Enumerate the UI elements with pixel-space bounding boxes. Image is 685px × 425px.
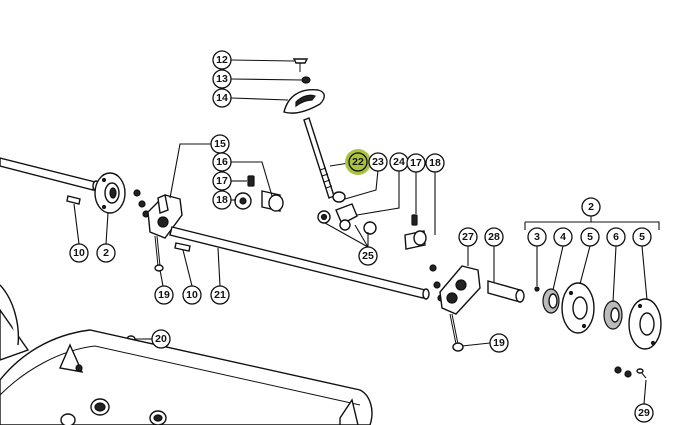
callout-22-highlighted: 22 xyxy=(345,149,371,175)
svg-text:29: 29 xyxy=(638,407,650,419)
svg-text:3: 3 xyxy=(534,231,540,243)
main-shaft xyxy=(169,226,430,300)
callout-20: 20 xyxy=(151,329,171,349)
svg-text:27: 27 xyxy=(462,231,474,243)
nut-top xyxy=(301,76,311,84)
leader-lines xyxy=(73,59,660,405)
svg-text:18: 18 xyxy=(429,157,441,169)
key-pin-left xyxy=(66,195,81,205)
svg-text:6: 6 xyxy=(613,231,619,243)
bearing-assembly-right xyxy=(534,282,662,350)
svg-text:16: 16 xyxy=(216,156,228,168)
callout-27: 27 xyxy=(458,227,478,247)
key-pin-middle xyxy=(174,242,191,252)
callout-23: 23 xyxy=(368,152,388,172)
callout-24: 24 xyxy=(389,152,409,172)
callout-2a: 2 xyxy=(96,243,116,263)
bushing-group-left xyxy=(234,175,284,212)
svg-text:2: 2 xyxy=(588,201,594,213)
callout-17b: 17 xyxy=(406,153,426,173)
callout-17: 17 xyxy=(212,171,232,191)
sleeve xyxy=(487,280,525,303)
callout-2b: 2 xyxy=(581,197,601,217)
callout-10b: 10 xyxy=(182,285,202,305)
svg-text:17: 17 xyxy=(216,175,228,187)
callout-15: 15 xyxy=(210,134,230,154)
svg-text:2: 2 xyxy=(103,247,109,259)
svg-text:10: 10 xyxy=(186,289,198,301)
callout-21: 21 xyxy=(210,285,230,305)
svg-text:5: 5 xyxy=(639,231,645,243)
callout-28: 28 xyxy=(484,227,504,247)
callout-25: 25 xyxy=(358,246,378,266)
small-fasteners-right xyxy=(614,366,647,379)
svg-text:20: 20 xyxy=(155,333,167,345)
left-flange-bearing xyxy=(94,172,126,214)
callout-13: 13 xyxy=(212,69,232,89)
callout-19b: 19 xyxy=(489,333,509,353)
screw-top xyxy=(292,58,309,72)
callout-3: 3 xyxy=(527,227,547,247)
callout-10a: 10 xyxy=(69,243,89,263)
svg-text:17: 17 xyxy=(410,157,422,169)
callout-18b: 18 xyxy=(425,153,445,173)
svg-text:23: 23 xyxy=(372,156,384,168)
callout-12: 12 xyxy=(212,50,232,70)
right-pivot-bracket xyxy=(439,265,481,315)
callout-5b: 5 xyxy=(632,227,652,247)
callout-5a: 5 xyxy=(580,227,600,247)
callout-18: 18 xyxy=(212,190,232,210)
bolt-left xyxy=(154,235,164,272)
svg-text:21: 21 xyxy=(214,289,226,301)
callout-6: 6 xyxy=(606,227,626,247)
cover-cap xyxy=(283,89,325,114)
small-nuts-left xyxy=(133,189,150,218)
callout-19a: 19 xyxy=(154,285,174,305)
left-upper-shaft xyxy=(0,157,100,192)
svg-text:25: 25 xyxy=(362,250,374,262)
svg-text:14: 14 xyxy=(216,92,228,104)
svg-text:5: 5 xyxy=(587,231,593,243)
reel-drum xyxy=(0,284,373,425)
svg-text:28: 28 xyxy=(488,231,500,243)
svg-text:10: 10 xyxy=(73,247,85,259)
callout-16: 16 xyxy=(212,152,232,172)
left-pivot-bracket xyxy=(147,194,183,239)
bushing-group-right xyxy=(404,214,427,250)
threaded-rod xyxy=(303,117,335,199)
callout-29: 29 xyxy=(634,403,654,423)
svg-text:13: 13 xyxy=(216,73,228,85)
svg-text:22: 22 xyxy=(352,156,364,168)
svg-text:15: 15 xyxy=(214,138,226,150)
swivel-block xyxy=(317,191,377,235)
callout-14: 14 xyxy=(212,88,232,108)
svg-text:18: 18 xyxy=(216,194,228,206)
svg-text:19: 19 xyxy=(158,289,170,301)
svg-text:19: 19 xyxy=(493,337,505,349)
svg-text:12: 12 xyxy=(216,54,228,66)
callout-4: 4 xyxy=(553,227,573,247)
svg-text:4: 4 xyxy=(560,231,566,243)
bolt-right xyxy=(449,313,464,352)
svg-text:24: 24 xyxy=(393,156,405,168)
